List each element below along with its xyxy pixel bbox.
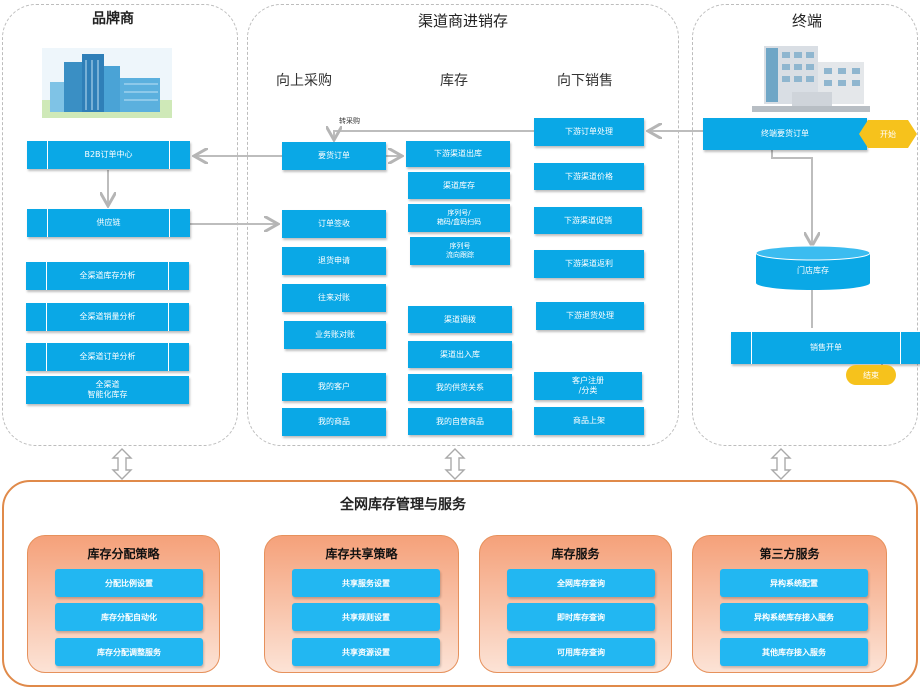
purchase-return-request[interactable]: 退货申请 <box>282 247 386 275</box>
sales-downstream-returns[interactable]: 下游退货处理 <box>536 302 644 330</box>
group-inventory-service: 库存服务 全网库存查询 即时库存查询 可用库存查询 <box>479 535 672 673</box>
inventory-channel-stock[interactable]: 渠道库存 <box>408 172 510 199</box>
store-stock-label: 门店库存 <box>797 265 829 275</box>
inventory-channel-transfer[interactable]: 渠道调拨 <box>408 306 512 333</box>
terminal-building-image <box>752 46 870 112</box>
brand-supply-chain[interactable]: 供应链 <box>27 209 190 237</box>
inventory-supply-relation[interactable]: 我的供货关系 <box>408 374 512 401</box>
available-inventory-query[interactable]: 可用库存查询 <box>507 638 655 666</box>
purchase-my-customers[interactable]: 我的客户 <box>282 373 386 401</box>
inventory-serial-tracking[interactable]: 序列号 流向跟踪 <box>410 237 510 265</box>
sharing-rule-setting[interactable]: 共享规则设置 <box>292 603 440 631</box>
inventory-service-title: 全网库存管理与服务 <box>340 497 466 513</box>
inventory-own-products[interactable]: 我的自营商品 <box>408 408 512 435</box>
brand-title: 品牌商 <box>92 11 134 27</box>
purchase-account-reconciliation[interactable]: 往来对账 <box>282 284 386 312</box>
purchase-order-receipt[interactable]: 订单签收 <box>282 210 386 238</box>
allocation-adjustment-service[interactable]: 库存分配调整服务 <box>55 638 203 666</box>
brand-inventory-analysis[interactable]: 全渠道库存分析 <box>26 262 189 290</box>
purchase-requisition-order[interactable]: 要货订单 <box>282 142 386 170</box>
brand-building-image <box>42 48 172 118</box>
channel-title: 渠道商进销存 <box>418 12 509 30</box>
double-arrow-terminal <box>770 448 792 480</box>
allocation-automation[interactable]: 库存分配自动化 <box>55 603 203 631</box>
realtime-inventory-query[interactable]: 即时库存查询 <box>507 603 655 631</box>
start-label: 开始 <box>880 129 896 139</box>
inventory-downstream-outbound[interactable]: 下游渠道出库 <box>406 141 510 167</box>
sharing-service-setting[interactable]: 共享服务设置 <box>292 569 440 597</box>
sales-customer-registration[interactable]: 客户注册 /分类 <box>534 372 642 400</box>
brand-sales-analysis[interactable]: 全渠道销量分析 <box>26 303 189 331</box>
brand-smart-inventory[interactable]: 全渠道 智能化库存 <box>26 376 189 404</box>
group-title: 库存分配策略 <box>87 547 160 561</box>
group-third-party-service: 第三方服务 异构系统配置 异构系统库存接入服务 其他库存接入服务 <box>692 535 887 673</box>
end-tag[interactable]: 结束 <box>846 365 896 385</box>
brand-b2b-order-center[interactable]: B2B订单中心 <box>27 141 190 169</box>
group-title: 库存共享策略 <box>325 547 398 561</box>
group-allocation-strategy: 库存分配策略 分配比例设置 库存分配自动化 库存分配调整服务 <box>27 535 220 673</box>
transfer-purchase-label: 转采购 <box>339 117 360 125</box>
sales-downstream-orders[interactable]: 下游订单处理 <box>534 118 644 146</box>
heterogeneous-inventory-access[interactable]: 异构系统库存接入服务 <box>720 603 868 631</box>
heterogeneous-system-config[interactable]: 异构系统配置 <box>720 569 868 597</box>
group-title: 第三方服务 <box>759 547 820 561</box>
sharing-resource-setting[interactable]: 共享资源设置 <box>292 638 440 666</box>
terminal-sales-order[interactable]: 销售开单 <box>731 332 920 364</box>
sales-downstream-promotion[interactable]: 下游渠道促销 <box>534 207 642 234</box>
group-sharing-strategy: 库存共享策略 共享服务设置 共享规则设置 共享资源设置 <box>264 535 459 673</box>
store-stock-cylinder[interactable] <box>755 245 871 291</box>
brand-order-analysis[interactable]: 全渠道订单分析 <box>26 343 189 371</box>
column-title-sales: 向下销售 <box>557 73 613 89</box>
start-tag[interactable] <box>858 119 918 149</box>
other-inventory-access[interactable]: 其他库存接入服务 <box>720 638 868 666</box>
column-title-purchase: 向上采购 <box>276 73 332 89</box>
terminal-requisition-order[interactable]: 终端要货订单 <box>703 118 867 150</box>
purchase-my-products[interactable]: 我的商品 <box>282 408 386 436</box>
sales-product-listing[interactable]: 商品上架 <box>534 407 644 435</box>
network-inventory-query[interactable]: 全网库存查询 <box>507 569 655 597</box>
inventory-channel-in-out[interactable]: 渠道出入库 <box>408 341 512 368</box>
sales-downstream-price[interactable]: 下游渠道价格 <box>534 163 644 190</box>
inventory-serial-scan[interactable]: 序列号/ 箱码/盒码扫码 <box>408 204 510 232</box>
column-title-inventory: 库存 <box>440 73 468 89</box>
group-title: 库存服务 <box>551 547 600 561</box>
sales-downstream-rebate[interactable]: 下游渠道返利 <box>534 250 644 278</box>
double-arrow-brand <box>111 448 133 480</box>
purchase-business-reconciliation[interactable]: 业务账对账 <box>284 321 386 349</box>
allocation-ratio-setting[interactable]: 分配比例设置 <box>55 569 203 597</box>
terminal-title: 终端 <box>792 12 823 30</box>
double-arrow-channel <box>444 448 466 480</box>
